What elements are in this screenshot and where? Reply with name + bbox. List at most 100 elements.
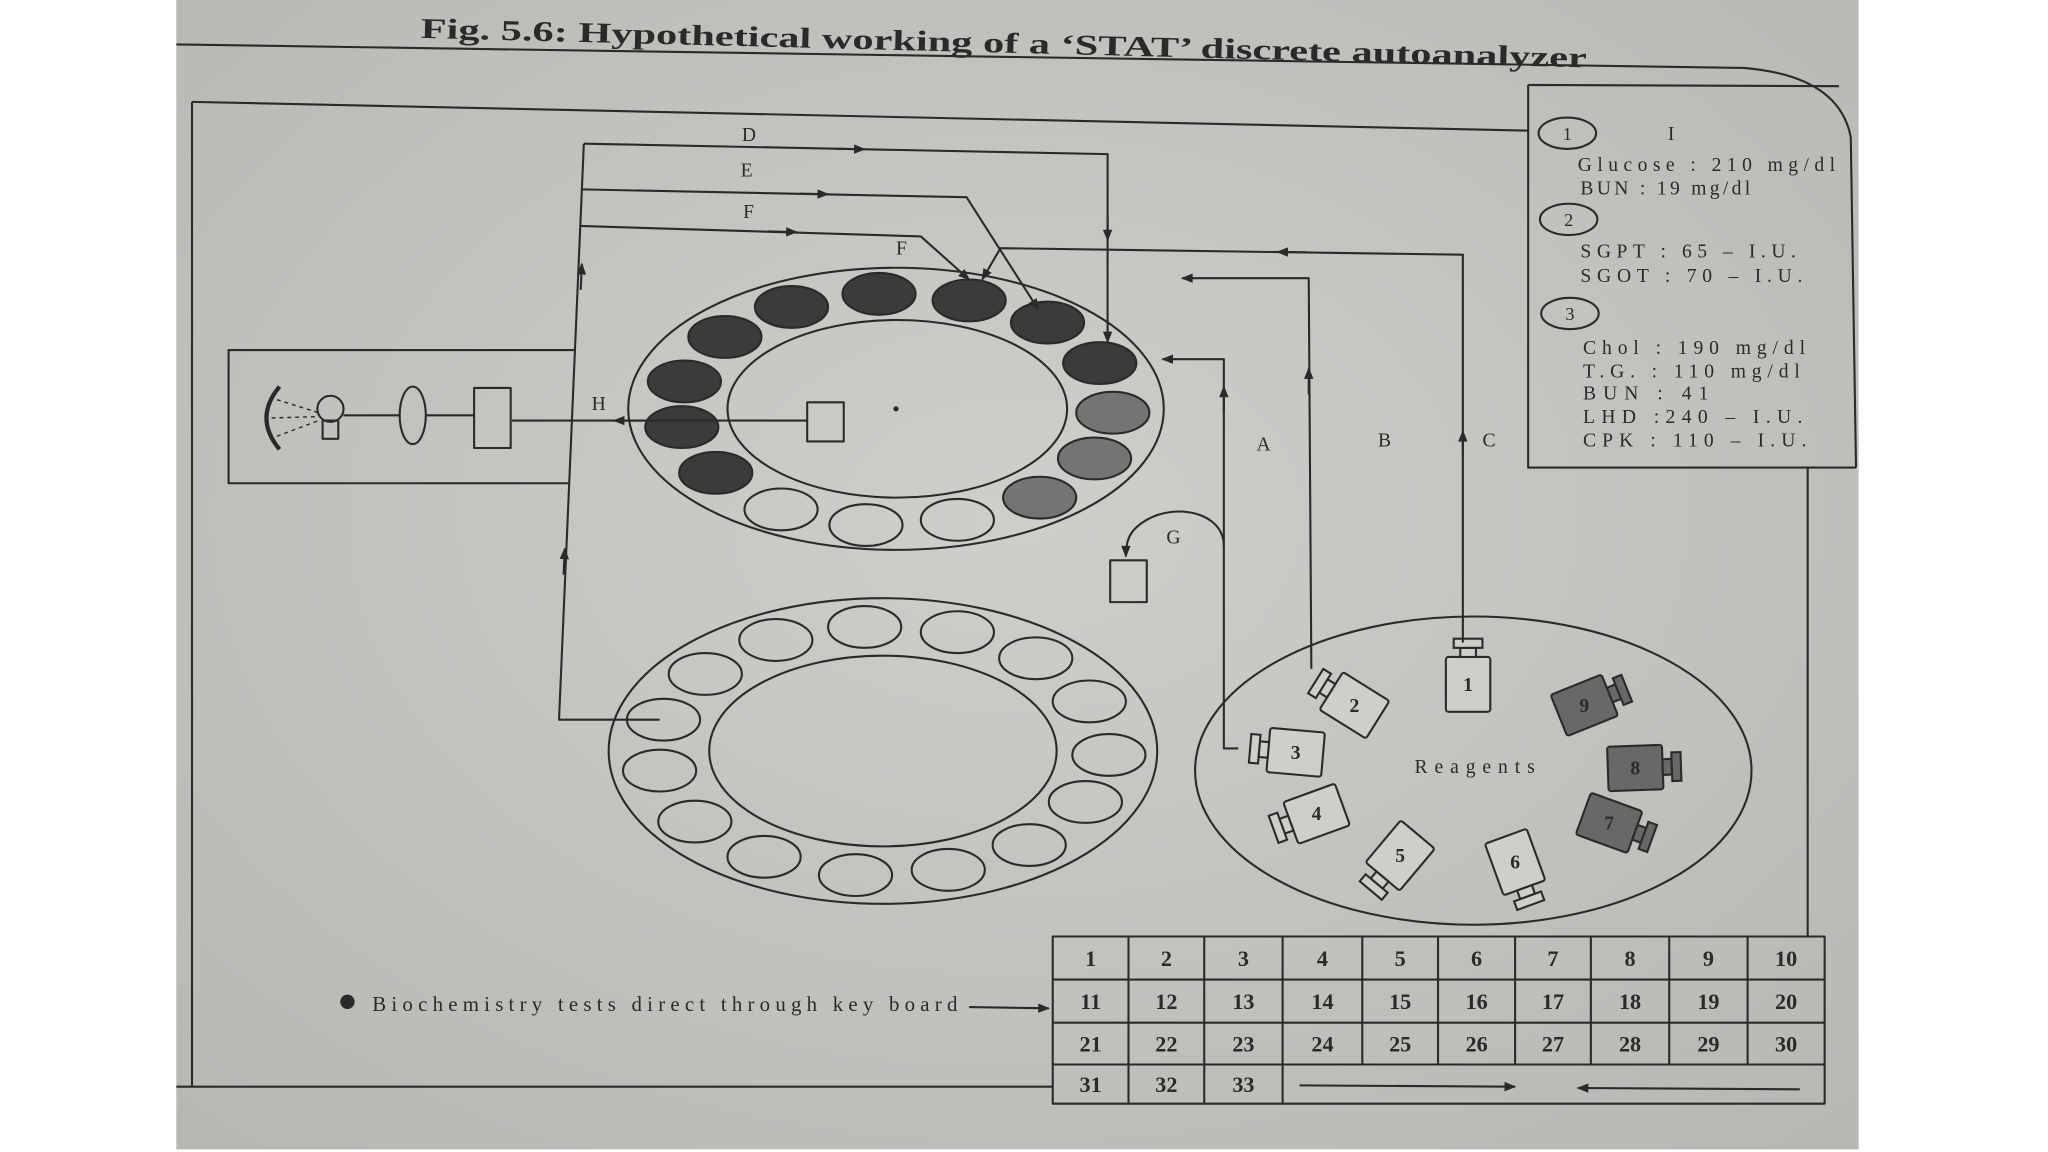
group-number-circle <box>1538 202 1599 237</box>
bottle-cap <box>1452 637 1484 649</box>
label-a: A <box>1256 435 1270 456</box>
filter-icon <box>473 386 512 450</box>
sample-cup <box>991 823 1067 868</box>
reaction-cuvettes <box>644 271 1151 548</box>
bottle-number: 1 <box>1463 675 1473 696</box>
book-page <box>176 0 1859 1150</box>
keyboard-key: 25 <box>1389 1031 1411 1056</box>
result-line: T.G. : 110 mg/dl <box>1583 361 1800 382</box>
bottle-cap <box>1247 732 1262 765</box>
page-border <box>176 43 1858 468</box>
concave-mirror-icon <box>264 385 282 451</box>
bottle-cap <box>1637 820 1659 854</box>
sample-cup <box>657 799 733 844</box>
bottle-cap <box>1358 872 1390 902</box>
reagent-bottle-2: 2 <box>1306 667 1390 739</box>
bottle-cap <box>1306 667 1333 700</box>
result-line: SGOT : 70 – I.U. <box>1580 266 1802 287</box>
keyboard-note-arrow <box>969 1003 1050 1013</box>
keyboard-key: 31 <box>1080 1072 1102 1097</box>
label-d: D <box>742 125 756 146</box>
sample-disc-inner-ring <box>708 654 1058 848</box>
arrow-right-icon <box>767 227 798 237</box>
arrow-up-icon <box>576 262 587 291</box>
sample-cup <box>621 748 698 793</box>
result-line: BUN : 19 mg/dl <box>1580 179 1750 200</box>
result-line: Chol : 190 mg/dl <box>1583 338 1806 359</box>
bottle-icon <box>1606 743 1683 793</box>
reaction-disc-outer-ring <box>627 266 1165 551</box>
bottle-number: 8 <box>1630 759 1640 780</box>
keyboard-key: 21 <box>1080 1031 1102 1056</box>
frame-top <box>191 100 1529 132</box>
label-f-second: F <box>896 239 907 260</box>
sample-cup <box>726 834 802 879</box>
lamp-icon <box>316 394 345 440</box>
path-f <box>579 224 971 281</box>
lens-icon <box>398 385 427 446</box>
bottle-icon <box>1247 726 1326 778</box>
arrow-right-icon <box>799 189 830 199</box>
reaction-disc-inner-ring <box>726 318 1069 499</box>
path-b <box>1180 273 1313 669</box>
sample-cup <box>827 604 903 649</box>
keyboard-key: 32 <box>1155 1072 1177 1097</box>
reaction-cuvette <box>1009 300 1086 345</box>
arrow-right-icon <box>1299 1081 1517 1092</box>
bottle-number: 6 <box>1510 853 1520 874</box>
bottle-cap <box>1611 673 1634 707</box>
bullet-icon <box>340 994 355 1009</box>
reagent-disc-ring <box>1194 615 1753 926</box>
reaction-cuvette <box>1075 390 1151 435</box>
group-number: 3 <box>1565 304 1574 324</box>
reaction-disc <box>627 266 1165 551</box>
keyboard-key: 12 <box>1155 989 1177 1014</box>
label-c: C <box>1482 431 1495 452</box>
keyboard-key: 20 <box>1775 989 1797 1014</box>
group-number-circle <box>1537 116 1598 150</box>
keyboard-key: 5 <box>1395 946 1406 971</box>
flow-paths <box>511 142 1468 750</box>
reaction-cuvette <box>743 487 819 532</box>
keyboard-key: 6 <box>1471 946 1482 971</box>
keyboard-key: 27 <box>1542 1031 1564 1056</box>
sample-transfer-line <box>557 143 660 721</box>
reaction-cuvette <box>1002 475 1078 520</box>
photometer-housing <box>227 348 575 485</box>
keyboard-key: 24 <box>1311 1031 1333 1056</box>
keyboard-key: 26 <box>1465 1031 1487 1056</box>
sample-cup <box>1071 732 1147 777</box>
reaction-cuvette <box>1062 341 1138 386</box>
reagent-bottle-6: 6 <box>1484 828 1546 912</box>
keyboard-key: 10 <box>1775 946 1797 971</box>
keyboard-key: 2 <box>1161 946 1172 971</box>
reaction-cuvette <box>931 278 1007 323</box>
bottle-number: 2 <box>1350 696 1360 717</box>
sample-cup <box>998 636 1074 681</box>
label-g: G <box>1166 527 1180 548</box>
label-h: H <box>592 394 606 415</box>
sample-cup <box>910 847 986 892</box>
group-number: 1 <box>1563 124 1572 144</box>
keyboard-key: 33 <box>1232 1072 1254 1097</box>
results-panel-border <box>1527 83 1856 469</box>
keyboard-key: 30 <box>1775 1031 1797 1056</box>
keyboard-key: 19 <box>1697 989 1719 1014</box>
reagent-bottle-1: 1 <box>1444 637 1492 713</box>
sample-cup <box>817 853 894 898</box>
keyboard-key: 18 <box>1619 989 1641 1014</box>
label-e: E <box>741 160 753 181</box>
measuring-cell <box>806 401 845 443</box>
keyboard-key: 7 <box>1547 946 1558 971</box>
keyboard-key: 15 <box>1389 989 1411 1014</box>
bottle-icon <box>1444 637 1492 713</box>
sample-cup <box>738 618 814 662</box>
reaction-cuvette <box>687 315 763 359</box>
bottle-neck <box>1459 646 1477 659</box>
group-number-circle <box>1540 296 1600 331</box>
arrow-right-icon <box>835 144 866 154</box>
reaction-cuvette <box>646 359 723 404</box>
reagent-bottle-7: 7 <box>1575 792 1659 854</box>
